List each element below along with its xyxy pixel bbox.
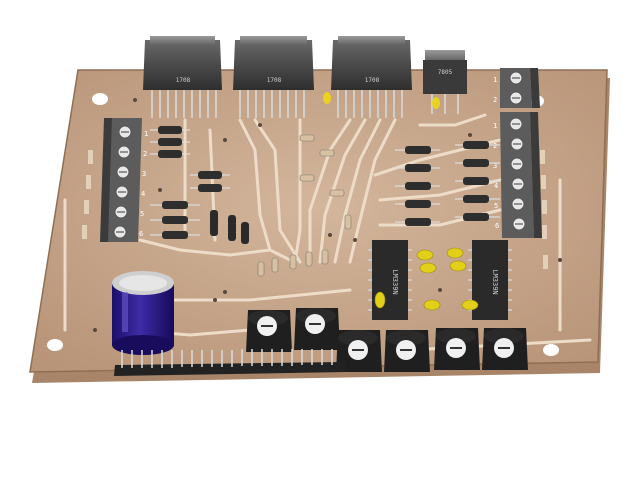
regulator-4-label: 7805 <box>438 69 453 76</box>
regulator-2-label: 1708 <box>267 77 282 84</box>
left-terminal-pin-4: 4 <box>141 190 145 198</box>
left-terminal-pin-5: 5 <box>140 210 144 218</box>
trimpot-4 <box>384 330 430 372</box>
trimpot-1 <box>246 310 292 352</box>
trimpot-6 <box>482 328 528 370</box>
right-terminal-pin-5: 5 <box>494 202 498 210</box>
ic-chip-2-label: LM339N <box>491 269 499 294</box>
vias <box>93 98 562 332</box>
right-terminal-pin-1: 1 <box>493 122 497 130</box>
yellow-capacitor <box>323 92 331 104</box>
right-terminal-block-top: 1 2 <box>493 68 540 108</box>
electrolytic-capacitor <box>112 271 174 355</box>
left-edge-pads <box>82 150 548 269</box>
yellow-capacitors <box>374 247 479 311</box>
ic-chip-1: LM339N <box>368 240 412 320</box>
trimpot-3 <box>336 330 382 372</box>
regulator-3: 1708 <box>331 36 412 118</box>
right-terminal-pin-6: 6 <box>495 222 499 230</box>
right-terminal-block: 1 2 3 4 5 6 <box>493 112 542 238</box>
ic-chip-1-label: LM339N <box>391 269 399 294</box>
pin-header <box>114 349 346 376</box>
resistor-array-right <box>395 141 500 226</box>
right-top-terminal-pin-1: 1 <box>493 76 497 84</box>
right-terminal-pin-3: 3 <box>493 162 497 170</box>
left-terminal-block: 1 2 3 4 5 6 <box>100 118 148 242</box>
left-terminal-pin-3: 3 <box>142 170 146 178</box>
regulator-1-label: 1708 <box>176 77 191 84</box>
center-components <box>257 134 352 277</box>
right-terminal-pin-4: 4 <box>494 182 498 190</box>
resistor-array-left <box>150 126 249 244</box>
regulator-2: 1708 <box>233 36 314 118</box>
left-terminal-pin-2: 2 <box>143 150 147 158</box>
right-terminal-pin-2: 2 <box>493 142 497 150</box>
trimpot-5 <box>434 328 480 370</box>
trimpot-2 <box>294 308 340 350</box>
regulator-4: 7805 <box>423 50 467 114</box>
left-terminal-pin-1: 1 <box>144 130 148 138</box>
regulator-3-label: 1708 <box>365 77 380 84</box>
regulator-1: 1708 <box>143 36 222 118</box>
right-top-terminal-pin-2: 2 <box>493 96 497 104</box>
left-terminal-pin-6: 6 <box>139 230 143 238</box>
